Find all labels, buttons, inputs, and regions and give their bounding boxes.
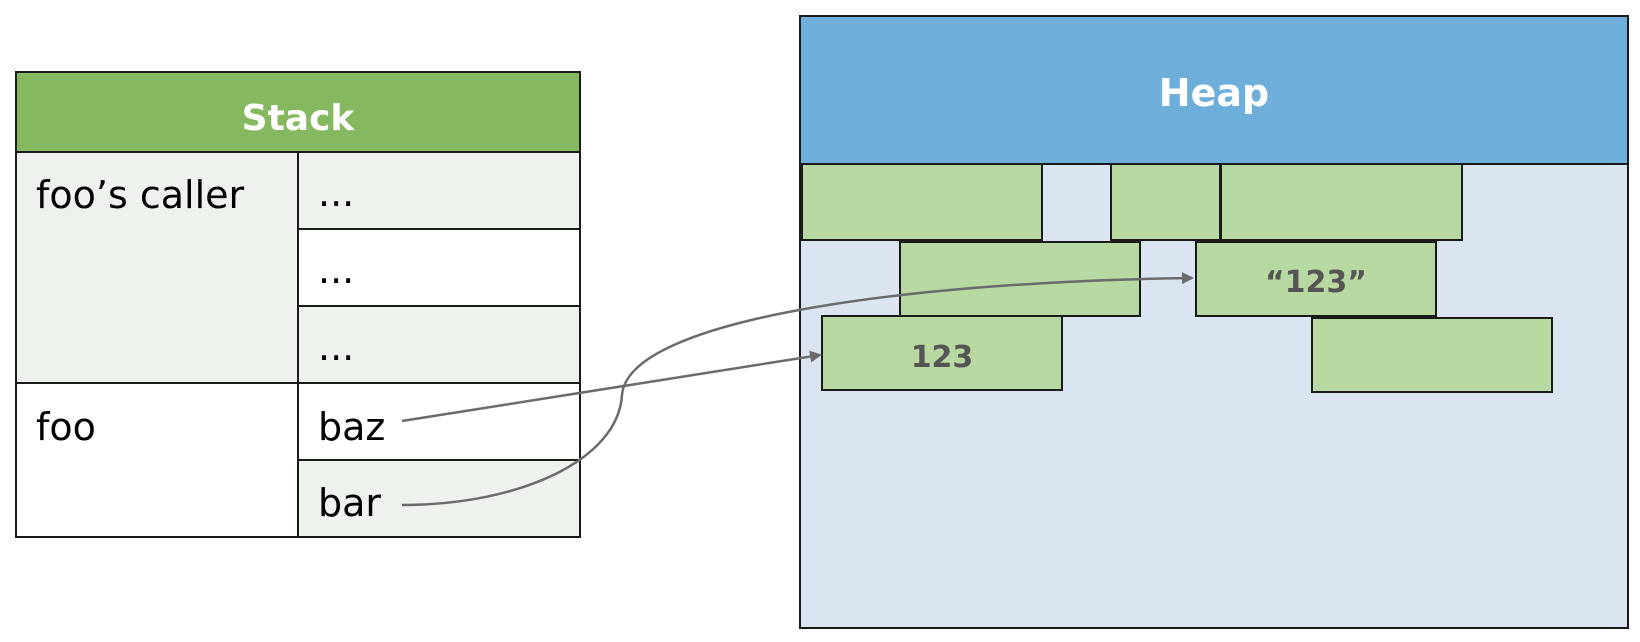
stack-slot-caller-1-label: ... (318, 171, 354, 215)
stack-slot-bar (297, 459, 581, 538)
pointer-arrows (401, 272, 1194, 507)
heap-panel: Heap “123” 123 (799, 15, 1629, 629)
pointer-arrow-baz (401, 350, 822, 423)
heap-block (1220, 163, 1463, 241)
stack-panel: Stack foo’s caller ... ... ... foo baz b… (15, 71, 581, 538)
stack-slot-baz-label: baz (318, 405, 385, 449)
stack-slot-bar-label: bar (318, 481, 381, 525)
heap-block (1311, 317, 1553, 393)
stack-frame-caller-label: foo’s caller (36, 173, 245, 217)
heap-block-string-label: “123” (1265, 265, 1367, 300)
heap-title: Heap (1159, 71, 1269, 115)
heap-block (1110, 163, 1221, 241)
stack-header (15, 71, 581, 153)
heap-block-number-label: 123 (911, 340, 974, 375)
stack-frame-foo (15, 382, 299, 538)
stack-title: Stack (242, 98, 356, 139)
pointer-arrow-bar (401, 272, 1194, 507)
stack-frame-foo-label: foo (36, 405, 96, 449)
stack-slot-caller-1 (297, 151, 581, 230)
heap-block-string (1195, 241, 1437, 317)
stack-slot-caller-2 (297, 228, 581, 307)
stack-slot-caller-3-label: ... (318, 325, 354, 369)
stack-frame-caller (15, 151, 299, 384)
heap-block-number (821, 315, 1063, 391)
heap-block (801, 163, 1043, 241)
heap-header (799, 15, 1629, 165)
stack-slot-caller-2-label: ... (318, 248, 354, 292)
